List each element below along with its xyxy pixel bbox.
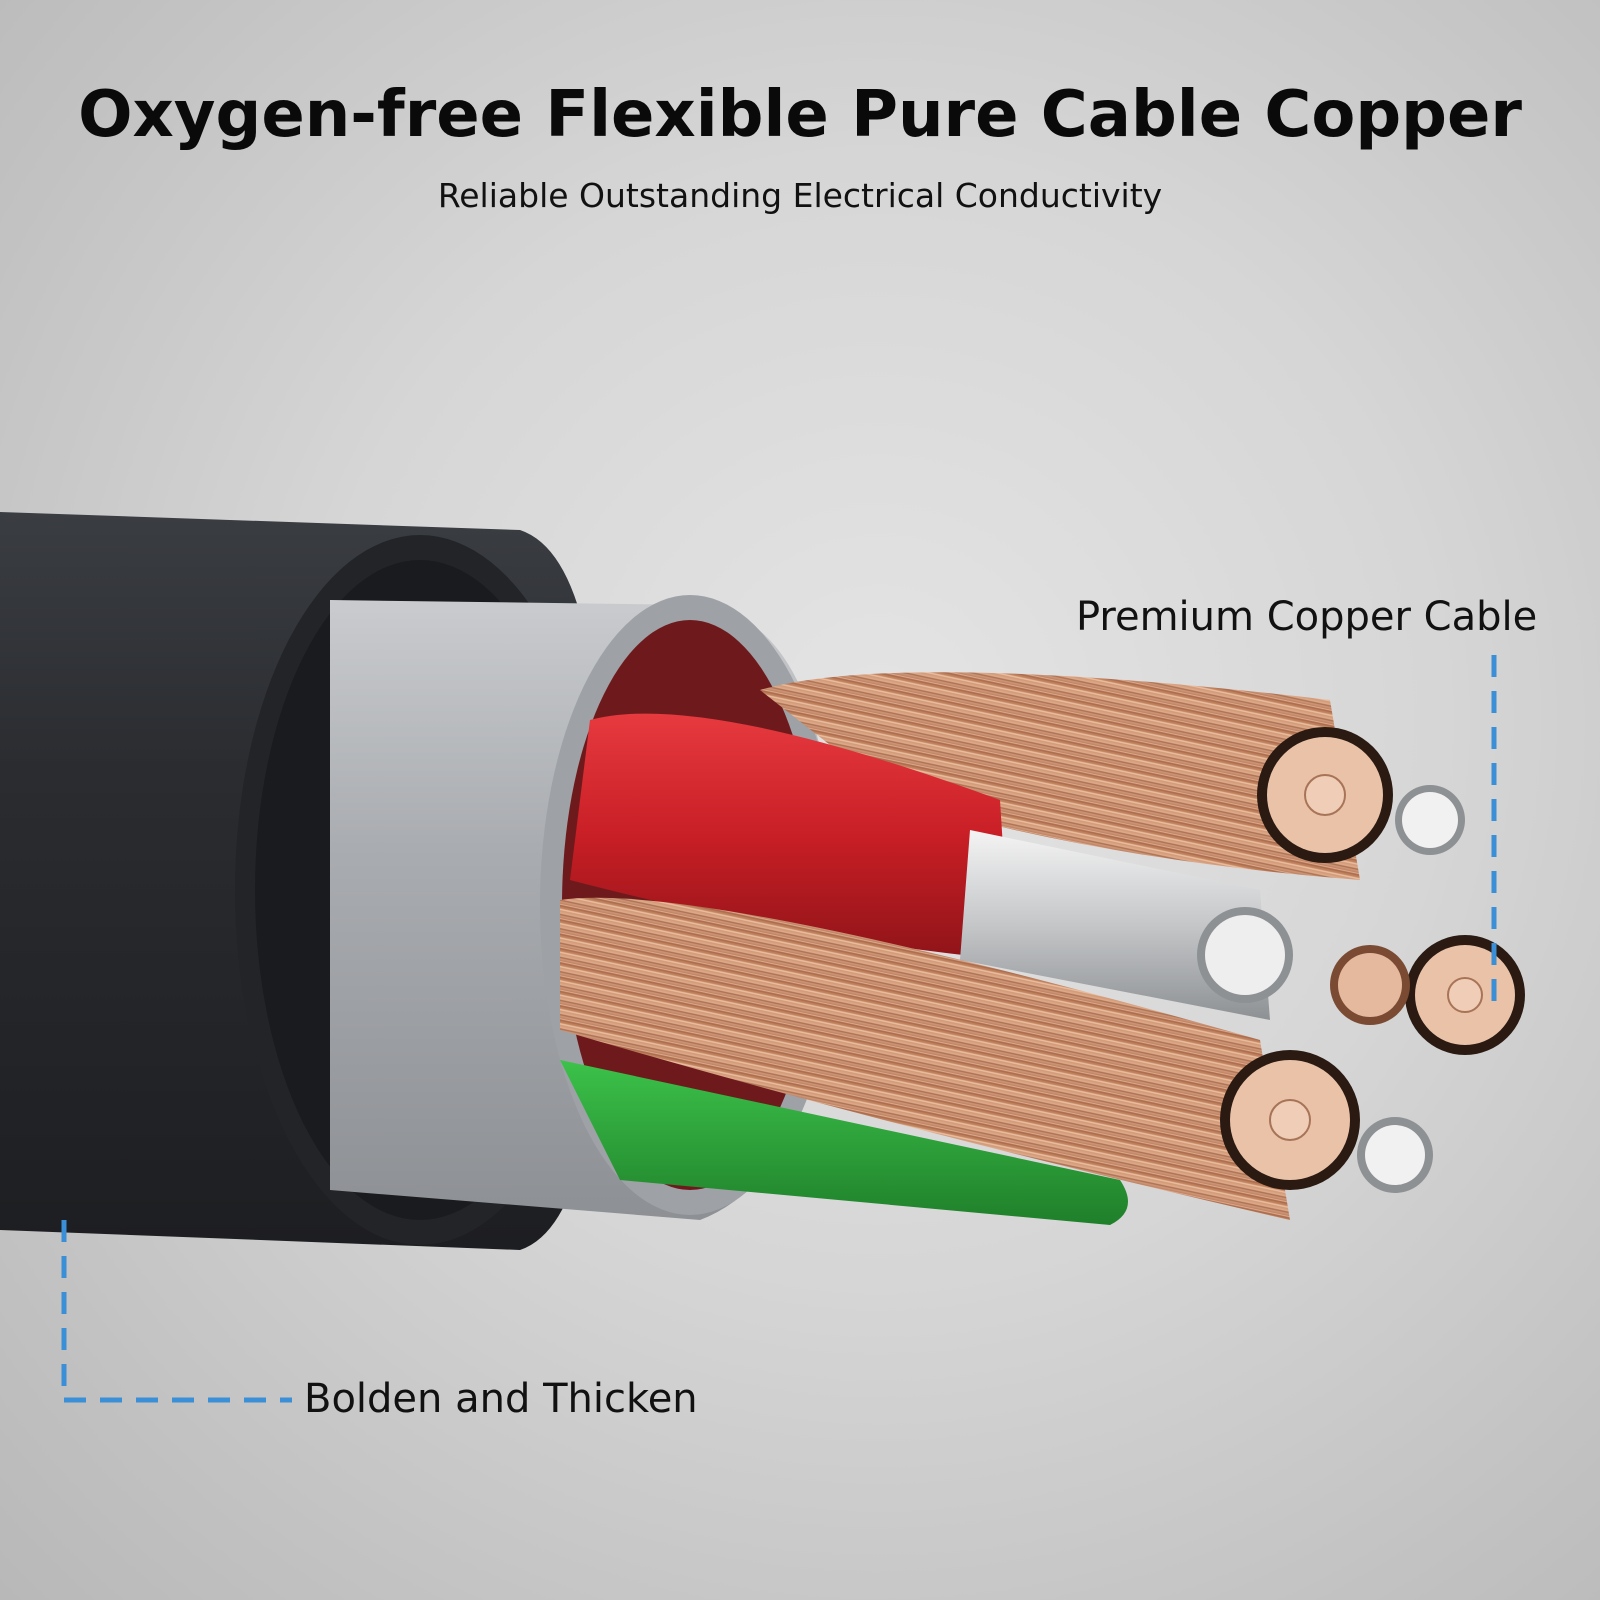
copper-end-small [1330, 945, 1410, 1025]
green-conductor [560, 1060, 1128, 1225]
bolden-callout-line [61, 1220, 292, 1403]
upper-copper-bundle [760, 672, 1360, 880]
page-subtitle: Reliable Outstanding Electrical Conducti… [437, 176, 1163, 215]
copper-end-bottom [1220, 1050, 1360, 1190]
silver-end-small-bottom [1357, 1117, 1433, 1193]
copper-end-right [1405, 935, 1525, 1055]
lower-copper-bundle [560, 897, 1290, 1220]
premium-copper-label: Premium Copper Cable [1076, 594, 1538, 640]
silver-strands [960, 830, 1270, 1020]
silver-end-small-top [1395, 785, 1465, 855]
copper-end-top [1257, 727, 1393, 863]
page-title: Oxygen-free Flexible Pure Cable Copper [78, 78, 1522, 152]
silver-end [1197, 907, 1293, 1003]
red-conductor [570, 713, 1010, 960]
bolden-thicken-label: Bolden and Thicken [304, 1376, 698, 1422]
